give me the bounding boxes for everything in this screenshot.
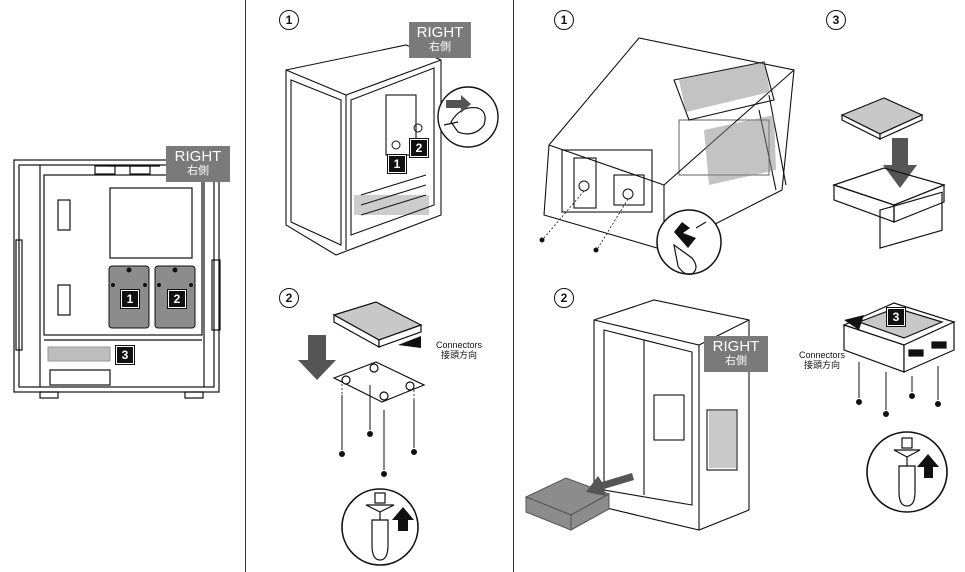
connector-marker	[844, 315, 864, 330]
badge-3: 3	[115, 345, 135, 365]
step-marker-1: 1	[554, 10, 574, 30]
ssd-tray-outline	[832, 167, 946, 249]
arrow-down-icon	[298, 335, 336, 380]
badge-1: 1	[120, 289, 140, 309]
right-side-tag: RIGHT 右側	[166, 146, 230, 182]
badge-2: 2	[167, 289, 187, 309]
badge-1: 1	[387, 154, 407, 174]
right-side-label: RIGHT	[416, 24, 464, 41]
connectors-label-zh: 接頭方向	[803, 360, 840, 370]
arrow-down-icon	[883, 138, 917, 188]
right-side-label-zh: 右側	[187, 165, 209, 177]
right-side-label-zh: 右側	[725, 355, 747, 367]
thumb-screw-hand-icon	[437, 86, 499, 148]
panel-case-side-view: RIGHT 右側 1 2 3	[0, 0, 245, 572]
step-marker-3: 3	[826, 10, 846, 30]
panel-ssd-install: 1 2 3 RIGHT 右側 3 Connectors 接頭方向	[514, 0, 965, 572]
badge-2: 2	[409, 138, 429, 158]
badge-3: 3	[886, 307, 906, 327]
divider-right	[513, 0, 514, 572]
connectors-label-zh: 接頭方向	[440, 350, 477, 360]
ssd-install-drawing	[524, 37, 956, 531]
right-side-label-zh: 右側	[429, 41, 451, 53]
ssd-bay	[47, 346, 111, 362]
screw-icon	[339, 385, 417, 477]
step-marker-1: 1	[279, 10, 299, 30]
arrow-left-icon	[586, 473, 634, 496]
hdd-drive	[332, 301, 423, 349]
mounting-plate	[332, 361, 426, 403]
connectors-label: Connectors 接頭方向	[429, 340, 489, 360]
step-marker-2: 2	[279, 288, 299, 308]
connectors-label: Connectors 接頭方向	[792, 350, 852, 370]
right-side-label: RIGHT	[712, 338, 760, 355]
screw-icon	[856, 362, 941, 417]
case-side-drawing	[13, 159, 221, 399]
connectors-label-en: Connectors	[798, 350, 846, 360]
hdd-install-drawing	[285, 44, 499, 566]
step-marker-2: 2	[554, 288, 574, 308]
right-side-tag: RIGHT 右側	[409, 22, 471, 58]
ssd-tray	[524, 477, 611, 531]
divider-left	[245, 0, 246, 572]
arrow-up-icon	[392, 507, 414, 531]
screwdriver-icon	[341, 488, 419, 566]
arrow-down-icon	[674, 222, 696, 248]
right-side-label: RIGHT	[174, 148, 222, 165]
arrow-right-icon	[446, 95, 471, 113]
panel-hdd-install: 1 2 RIGHT 右側 1 2 Connectors 接頭方向	[246, 0, 513, 572]
connectors-label-en: Connectors	[435, 340, 483, 350]
screwdriver-icon	[866, 431, 948, 513]
arrow-up-icon	[917, 454, 939, 478]
right-side-tag: RIGHT 右側	[704, 336, 768, 372]
ssd-drive	[840, 97, 924, 140]
connector-marker	[398, 336, 421, 348]
